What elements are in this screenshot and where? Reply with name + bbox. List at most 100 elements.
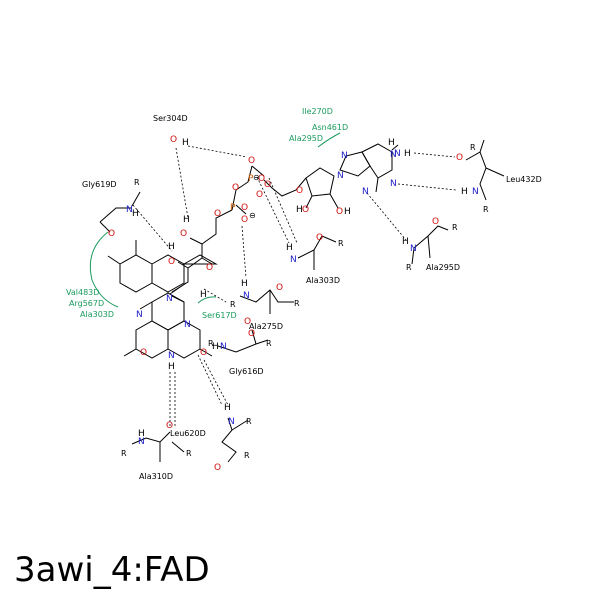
diagram-title: 3awi_4:FAD (14, 550, 210, 590)
svg-text:R: R (266, 339, 272, 348)
svg-text:H: H (168, 362, 175, 372)
svg-text:H: H (182, 138, 189, 148)
svg-text:O: O (170, 135, 177, 145)
hbond-lines (132, 145, 457, 428)
svg-text:O: O (232, 183, 239, 193)
label-gly616: Gly616D (229, 367, 264, 376)
svg-text:N: N (472, 187, 479, 197)
svg-text:N: N (184, 320, 191, 330)
svg-text:O: O (432, 217, 439, 227)
svg-text:P: P (248, 174, 254, 184)
residue-gly619-fragment (99, 191, 141, 233)
svg-text:N: N (228, 417, 235, 427)
svg-text:O: O (206, 263, 213, 273)
svg-text:O: O (180, 229, 187, 239)
svg-text:N: N (394, 149, 401, 159)
residue-leu432-fragment (465, 139, 505, 201)
svg-text:O: O (248, 156, 255, 166)
svg-text:O: O (296, 186, 303, 196)
svg-text:⊖: ⊖ (253, 173, 260, 182)
svg-text:H: H (286, 243, 293, 253)
svg-text:O: O (276, 283, 283, 293)
svg-text:O: O (108, 229, 115, 239)
svg-text:H: H (224, 403, 231, 413)
svg-text:H: H (212, 342, 219, 352)
svg-text:N: N (337, 171, 344, 181)
svg-text:R: R (244, 451, 250, 460)
svg-text:H: H (402, 237, 409, 247)
svg-text:H: H (183, 215, 190, 225)
svg-text:H: H (344, 207, 351, 217)
label-asn461: Asn461D (312, 123, 348, 132)
svg-text:P: P (230, 203, 236, 213)
residue-ala303-fragment (297, 235, 337, 270)
svg-text:N: N (341, 151, 348, 161)
svg-text:O: O (248, 329, 255, 339)
svg-text:N: N (168, 351, 175, 361)
svg-text:H: H (200, 290, 207, 300)
svg-text:H: H (388, 138, 395, 148)
svg-text:H: H (168, 242, 175, 252)
svg-text:H: H (404, 149, 411, 159)
svg-text:H: H (241, 279, 248, 289)
svg-text:N: N (166, 294, 173, 304)
svg-text:N: N (410, 244, 417, 254)
svg-text:R: R (338, 239, 344, 248)
residue-gly616-fragment (217, 329, 269, 353)
label-ala275: Ala275D (249, 322, 283, 331)
label-leu620: Leu620D (170, 429, 206, 438)
fad-ribose (305, 167, 339, 209)
residue-ala310-fragment (131, 431, 185, 462)
hydrophobic-arc-ser617 (197, 296, 217, 304)
residue-labels: Ile270D Asn461D Ala295D Val483D Arg567D … (66, 107, 542, 481)
svg-text:H: H (296, 205, 303, 215)
svg-text:R: R (208, 339, 214, 348)
svg-text:N: N (390, 150, 397, 160)
svg-text:N: N (243, 291, 250, 301)
label-ile270: Ile270D (302, 107, 333, 116)
svg-text:H: H (461, 187, 468, 197)
svg-text:H: H (132, 209, 139, 219)
svg-text:R: R (452, 223, 458, 232)
svg-text:O: O (241, 203, 248, 213)
svg-text:O: O (258, 174, 265, 184)
svg-text:N: N (220, 342, 227, 352)
label-ala303: Ala303D (306, 276, 340, 285)
svg-text:R: R (294, 299, 300, 308)
svg-text:O: O (168, 257, 175, 267)
svg-text:N: N (290, 255, 297, 265)
svg-text:N: N (362, 187, 369, 197)
svg-text:O: O (456, 153, 463, 163)
residue-leu620-fragment (221, 417, 249, 463)
svg-text:N: N (390, 179, 397, 189)
svg-text:N: N (126, 205, 133, 215)
label-ala303-green: Ala303D (80, 310, 114, 319)
hydrophobic-arc-ile270 (317, 132, 341, 148)
svg-text:R: R (134, 178, 140, 187)
fad-adenine (339, 143, 399, 193)
svg-text:N: N (136, 310, 143, 320)
svg-text:O: O (244, 317, 251, 327)
svg-text:H: H (138, 429, 145, 439)
svg-text:R: R (470, 143, 476, 152)
svg-text:O: O (316, 233, 323, 243)
svg-text:R: R (246, 417, 252, 426)
label-ser304: Ser304D (153, 114, 188, 123)
label-leu432: Leu432D (506, 175, 542, 184)
svg-text:O: O (214, 209, 221, 219)
svg-text:⊖: ⊖ (249, 211, 256, 220)
svg-text:O: O (336, 207, 343, 217)
svg-text:R: R (186, 449, 192, 458)
svg-text:R: R (230, 300, 236, 309)
svg-text:O: O (200, 348, 207, 358)
svg-text:N: N (138, 437, 145, 447)
label-gly619: Gly619D (82, 180, 117, 189)
svg-text:O: O (241, 215, 248, 225)
atom-labels: N N N N H O O O H O H O H O P O O O ⊖ P … (108, 135, 489, 473)
label-arg567: Arg567D (69, 299, 104, 308)
fad-ribityl-chain (171, 165, 307, 293)
hydrophobic-arc-val483 (89, 231, 119, 308)
svg-text:O: O (256, 190, 263, 200)
svg-text:R: R (483, 205, 489, 214)
